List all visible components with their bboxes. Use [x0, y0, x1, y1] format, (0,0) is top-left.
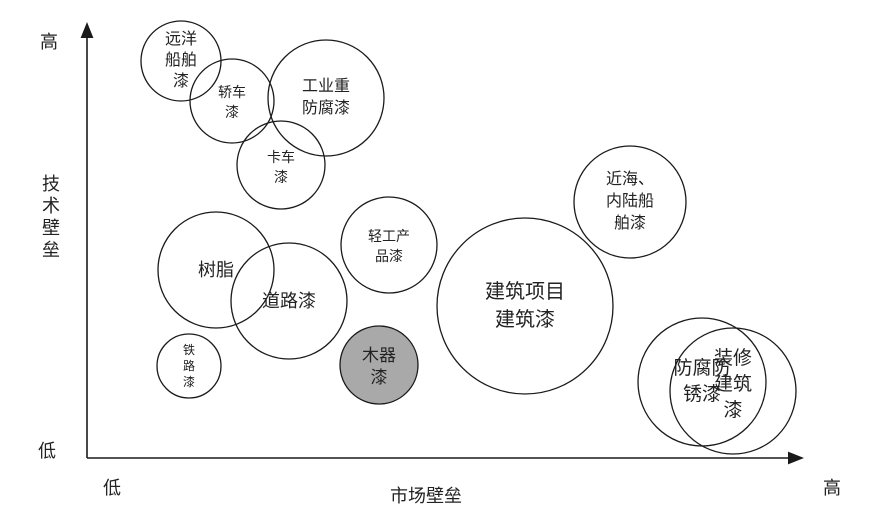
bubble-label: 远洋船舶漆 — [165, 29, 197, 90]
bubble-label-line: 漆 — [225, 105, 239, 121]
bubble-circle — [267, 39, 385, 157]
x-axis-title: 市场壁垒 — [390, 486, 462, 507]
bubble-resin: 树脂 — [157, 211, 275, 329]
bubble-industrial-anticorrosion-paint: 工业重防腐漆 — [267, 39, 385, 157]
x-axis-high-label: 高 — [823, 478, 841, 499]
y-axis-title-char: 垒 — [42, 240, 60, 261]
bubble-railway-paint: 铁路漆 — [156, 333, 222, 399]
bubble-label-line: 道路漆 — [262, 291, 316, 312]
bubble-label: 木器漆 — [362, 346, 396, 388]
bubble-circle — [157, 211, 275, 329]
bubble-anticorrosion-rust-paint: 防腐防锈漆 — [637, 317, 767, 447]
bubble-circle — [156, 333, 222, 399]
bubble-label: 装修建筑漆 — [714, 347, 752, 421]
bubble-label: 轻工产品漆 — [368, 229, 410, 265]
bubble-label: 防腐防锈漆 — [673, 357, 730, 405]
bubble-label-line: 漆 — [183, 375, 195, 389]
bubble-light-industry-paint: 轻工产品漆 — [340, 196, 438, 294]
bubble-label-line: 漆 — [723, 399, 742, 421]
bubble-label-line: 轻工产 — [368, 229, 410, 245]
bubble-circle — [236, 120, 326, 210]
bubble-label-line: 远洋 — [165, 29, 197, 48]
bubble-label-line: 工业重 — [302, 76, 350, 95]
bubble-label-line: 建筑项目 — [485, 279, 565, 303]
bubble-label-line: 铁 — [183, 343, 195, 357]
bubble-circle — [436, 217, 614, 395]
bubble-circle — [340, 196, 438, 294]
bubble-label: 铁路漆 — [183, 343, 195, 389]
bubble-label: 建筑项目建筑漆 — [485, 279, 565, 331]
bubble-wood-paint: 木器漆 — [339, 325, 419, 405]
bubble-label: 近海、内陆船舶漆 — [606, 169, 654, 232]
bubble-label-line: 漆 — [173, 71, 189, 90]
bubble-label-line: 船舶 — [165, 50, 197, 69]
y-axis-high-label: 高 — [40, 32, 58, 53]
bubble-decoration-building-paint: 装修建筑漆 — [669, 327, 797, 455]
bubble-ocean-ship-paint: 远洋船舶漆 — [140, 20, 222, 102]
bubble-label-line: 漆 — [371, 368, 388, 388]
bubble-coastal-inland-ship-paint: 近海、内陆船舶漆 — [573, 145, 687, 259]
bubble-label-line: 建筑 — [714, 373, 752, 395]
bubble-label-line: 木器 — [362, 346, 396, 366]
bubble-label-line: 树脂 — [198, 260, 234, 281]
y-axis-title-char: 技 — [42, 174, 60, 195]
bubble-label: 树脂 — [198, 260, 234, 281]
bubble-label-line: 舶漆 — [614, 213, 646, 232]
bubble-building-project-paint: 建筑项目建筑漆 — [436, 217, 614, 395]
bubble-label-line: 防腐防 — [673, 357, 730, 379]
bubble-label-line: 内陆船 — [606, 191, 654, 210]
bubble-label-line: 建筑漆 — [495, 307, 555, 331]
bubble-label-line: 防腐漆 — [302, 98, 350, 117]
bubble-label-line: 近海、 — [606, 169, 654, 188]
bubble-car-paint: 轿车漆 — [189, 58, 275, 144]
bubble-circle — [573, 145, 687, 259]
bubble-label-line: 轿车 — [218, 84, 246, 101]
bubble-circle — [669, 327, 797, 455]
bubble-label-line: 装修 — [714, 347, 752, 369]
bubble-label-line: 漆 — [274, 170, 288, 186]
y-axis-low-label: 低 — [38, 441, 56, 462]
bubble-circle — [230, 242, 348, 360]
bubble-truck-paint: 卡车漆 — [236, 120, 326, 210]
bubble-label: 轿车漆 — [218, 84, 246, 121]
y-axis-title-char: 壁 — [42, 218, 60, 239]
bubble-label-line: 卡车 — [267, 149, 295, 166]
bubble-label: 道路漆 — [262, 291, 316, 312]
bubble-label: 卡车漆 — [267, 149, 295, 186]
bubble-circle — [189, 58, 275, 144]
y-axis-title-char: 术 — [42, 196, 60, 217]
bubble-label-line: 锈漆 — [683, 383, 721, 405]
bubble-label-line: 路 — [183, 358, 195, 373]
bubble-circle — [339, 325, 419, 405]
bubble-layer: 远洋船舶漆轿车漆工业重防腐漆卡车漆近海、内陆船舶漆轻工产品漆树脂道路漆建筑项目建… — [140, 20, 797, 455]
x-axis-low-label: 低 — [103, 478, 121, 499]
bubble-label: 工业重防腐漆 — [302, 76, 350, 117]
bubble-label-line: 品漆 — [375, 249, 403, 265]
bubble-road-paint: 道路漆 — [230, 242, 348, 360]
